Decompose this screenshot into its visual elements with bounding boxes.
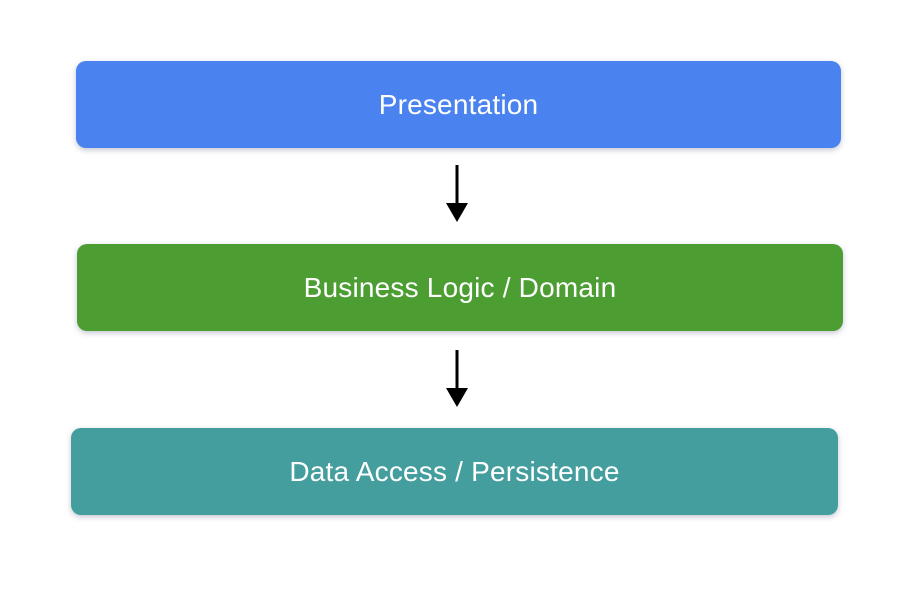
layer-box-data-access: Data Access / Persistence <box>71 428 838 515</box>
layer-label-presentation: Presentation <box>378 88 539 120</box>
down-arrow-icon <box>446 350 468 407</box>
down-arrow-icon <box>446 165 468 222</box>
layer-label-data-access: Data Access / Persistence <box>289 455 620 487</box>
layer-box-presentation: Presentation <box>76 61 841 148</box>
layer-label-business-logic: Business Logic / Domain <box>303 271 617 303</box>
layer-box-business-logic: Business Logic / Domain <box>77 244 843 331</box>
